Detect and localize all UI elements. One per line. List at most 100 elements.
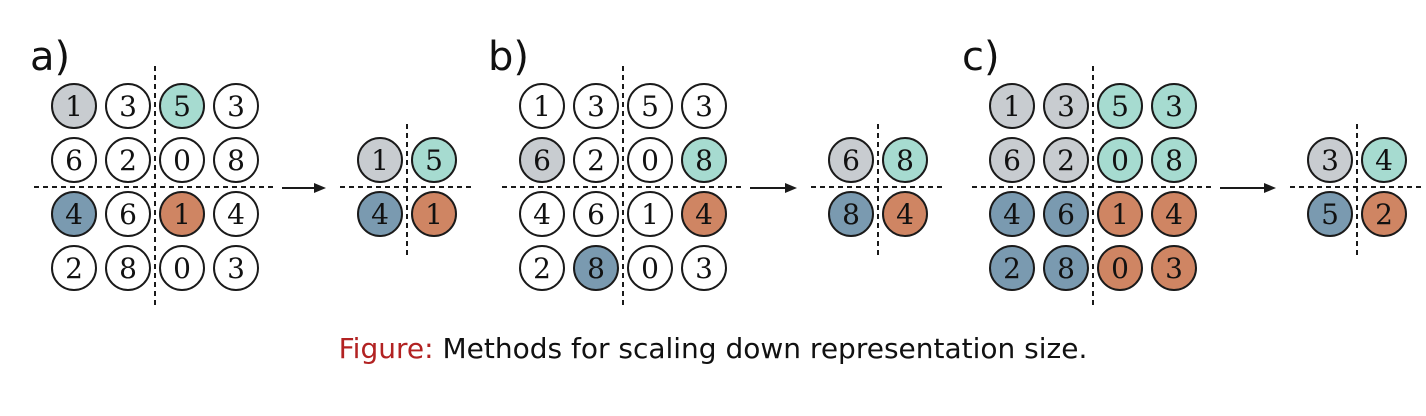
input-cell-value: 6 — [533, 144, 551, 177]
right-arrow-icon — [314, 183, 326, 193]
input-cell-value: 6 — [1057, 198, 1075, 231]
input-cell-value: 2 — [65, 252, 83, 285]
input-cell-circle — [1097, 245, 1143, 291]
input-cell-circle — [51, 137, 97, 183]
output-cell-circle — [1361, 191, 1407, 237]
input-cell-circle — [573, 137, 619, 183]
output-cell-value: 3 — [1321, 144, 1339, 177]
output-cell-value: 1 — [425, 198, 443, 231]
input-cell-value: 3 — [227, 90, 245, 123]
input-cell-circle — [213, 245, 259, 291]
input-cell-value: 4 — [1003, 198, 1021, 231]
input-cell-circle — [1097, 83, 1143, 129]
input-cell-circle — [159, 83, 205, 129]
input-cell-value: 8 — [695, 144, 713, 177]
input-cell-value: 3 — [695, 90, 713, 123]
input-cell-circle — [159, 191, 205, 237]
output-cell-value: 8 — [896, 144, 914, 177]
input-cell-circle — [105, 137, 151, 183]
input-cell-value: 5 — [1111, 90, 1129, 123]
input-cell-value: 4 — [1165, 198, 1183, 231]
output-cell-value: 5 — [425, 144, 443, 177]
input-cell-value: 3 — [587, 90, 605, 123]
input-cell-circle — [1151, 137, 1197, 183]
input-cell-value: 0 — [641, 144, 659, 177]
input-cell-value: 3 — [695, 252, 713, 285]
output-cell-value: 2 — [1375, 198, 1393, 231]
input-cell-value: 3 — [227, 252, 245, 285]
input-cell-circle — [159, 245, 205, 291]
output-cell-value: 4 — [371, 198, 389, 231]
input-cell-value: 4 — [65, 198, 83, 231]
input-cell-circle — [1043, 83, 1089, 129]
right-arrow-icon — [785, 183, 797, 193]
output-cell-value: 6 — [842, 144, 860, 177]
input-cell-circle — [573, 191, 619, 237]
input-cell-circle — [519, 191, 565, 237]
panel-label: c) — [962, 34, 1000, 80]
input-cell-circle — [519, 83, 565, 129]
input-cell-value: 6 — [587, 198, 605, 231]
output-cell-circle — [357, 137, 403, 183]
input-cell-circle — [627, 191, 673, 237]
input-cell-value: 2 — [1003, 252, 1021, 285]
input-cell-circle — [105, 191, 151, 237]
input-cell-circle — [1151, 245, 1197, 291]
input-cell-circle — [1151, 83, 1197, 129]
output-cell-circle — [828, 137, 874, 183]
input-cell-circle — [519, 137, 565, 183]
input-cell-circle — [1151, 191, 1197, 237]
input-cell-circle — [1043, 137, 1089, 183]
input-cell-value: 3 — [119, 90, 137, 123]
input-cell-value: 0 — [1111, 144, 1129, 177]
input-cell-circle — [51, 191, 97, 237]
input-cell-value: 8 — [227, 144, 245, 177]
input-cell-value: 6 — [65, 144, 83, 177]
input-cell-circle — [1043, 245, 1089, 291]
caption-label: Figure: — [338, 332, 434, 365]
output-cell-value: 5 — [1321, 198, 1339, 231]
input-cell-value: 8 — [119, 252, 137, 285]
input-cell-circle — [213, 137, 259, 183]
input-cell-circle — [105, 245, 151, 291]
output-cell-value: 4 — [896, 198, 914, 231]
output-cell-circle — [1361, 137, 1407, 183]
input-cell-circle — [51, 83, 97, 129]
input-cell-circle — [213, 83, 259, 129]
input-cell-value: 0 — [173, 144, 191, 177]
input-cell-value: 2 — [1057, 144, 1075, 177]
input-cell-value: 8 — [587, 252, 605, 285]
input-cell-circle — [519, 245, 565, 291]
input-cell-circle — [989, 83, 1035, 129]
input-cell-value: 1 — [1111, 198, 1129, 231]
input-cell-circle — [1097, 191, 1143, 237]
input-cell-circle — [627, 245, 673, 291]
input-cell-circle — [213, 191, 259, 237]
input-cell-circle — [1043, 191, 1089, 237]
input-cell-value: 4 — [695, 198, 713, 231]
input-cell-value: 1 — [533, 90, 551, 123]
input-cell-circle — [627, 137, 673, 183]
input-cell-value: 8 — [1057, 252, 1075, 285]
input-cell-circle — [681, 137, 727, 183]
input-cell-circle — [989, 245, 1035, 291]
input-cell-value: 2 — [119, 144, 137, 177]
output-cell-value: 8 — [842, 198, 860, 231]
input-cell-value: 3 — [1057, 90, 1075, 123]
input-cell-circle — [573, 83, 619, 129]
input-cell-value: 6 — [1003, 144, 1021, 177]
input-cell-value: 3 — [1165, 252, 1183, 285]
input-cell-circle — [627, 83, 673, 129]
output-cell-circle — [1307, 191, 1353, 237]
input-cell-value: 3 — [1165, 90, 1183, 123]
input-cell-value: 1 — [173, 198, 191, 231]
output-cell-circle — [828, 191, 874, 237]
input-cell-value: 1 — [1003, 90, 1021, 123]
input-cell-value: 0 — [641, 252, 659, 285]
input-cell-value: 0 — [1111, 252, 1129, 285]
input-cell-circle — [681, 191, 727, 237]
input-cell-circle — [681, 245, 727, 291]
input-cell-circle — [989, 137, 1035, 183]
input-cell-value: 2 — [587, 144, 605, 177]
input-cell-value: 1 — [65, 90, 83, 123]
